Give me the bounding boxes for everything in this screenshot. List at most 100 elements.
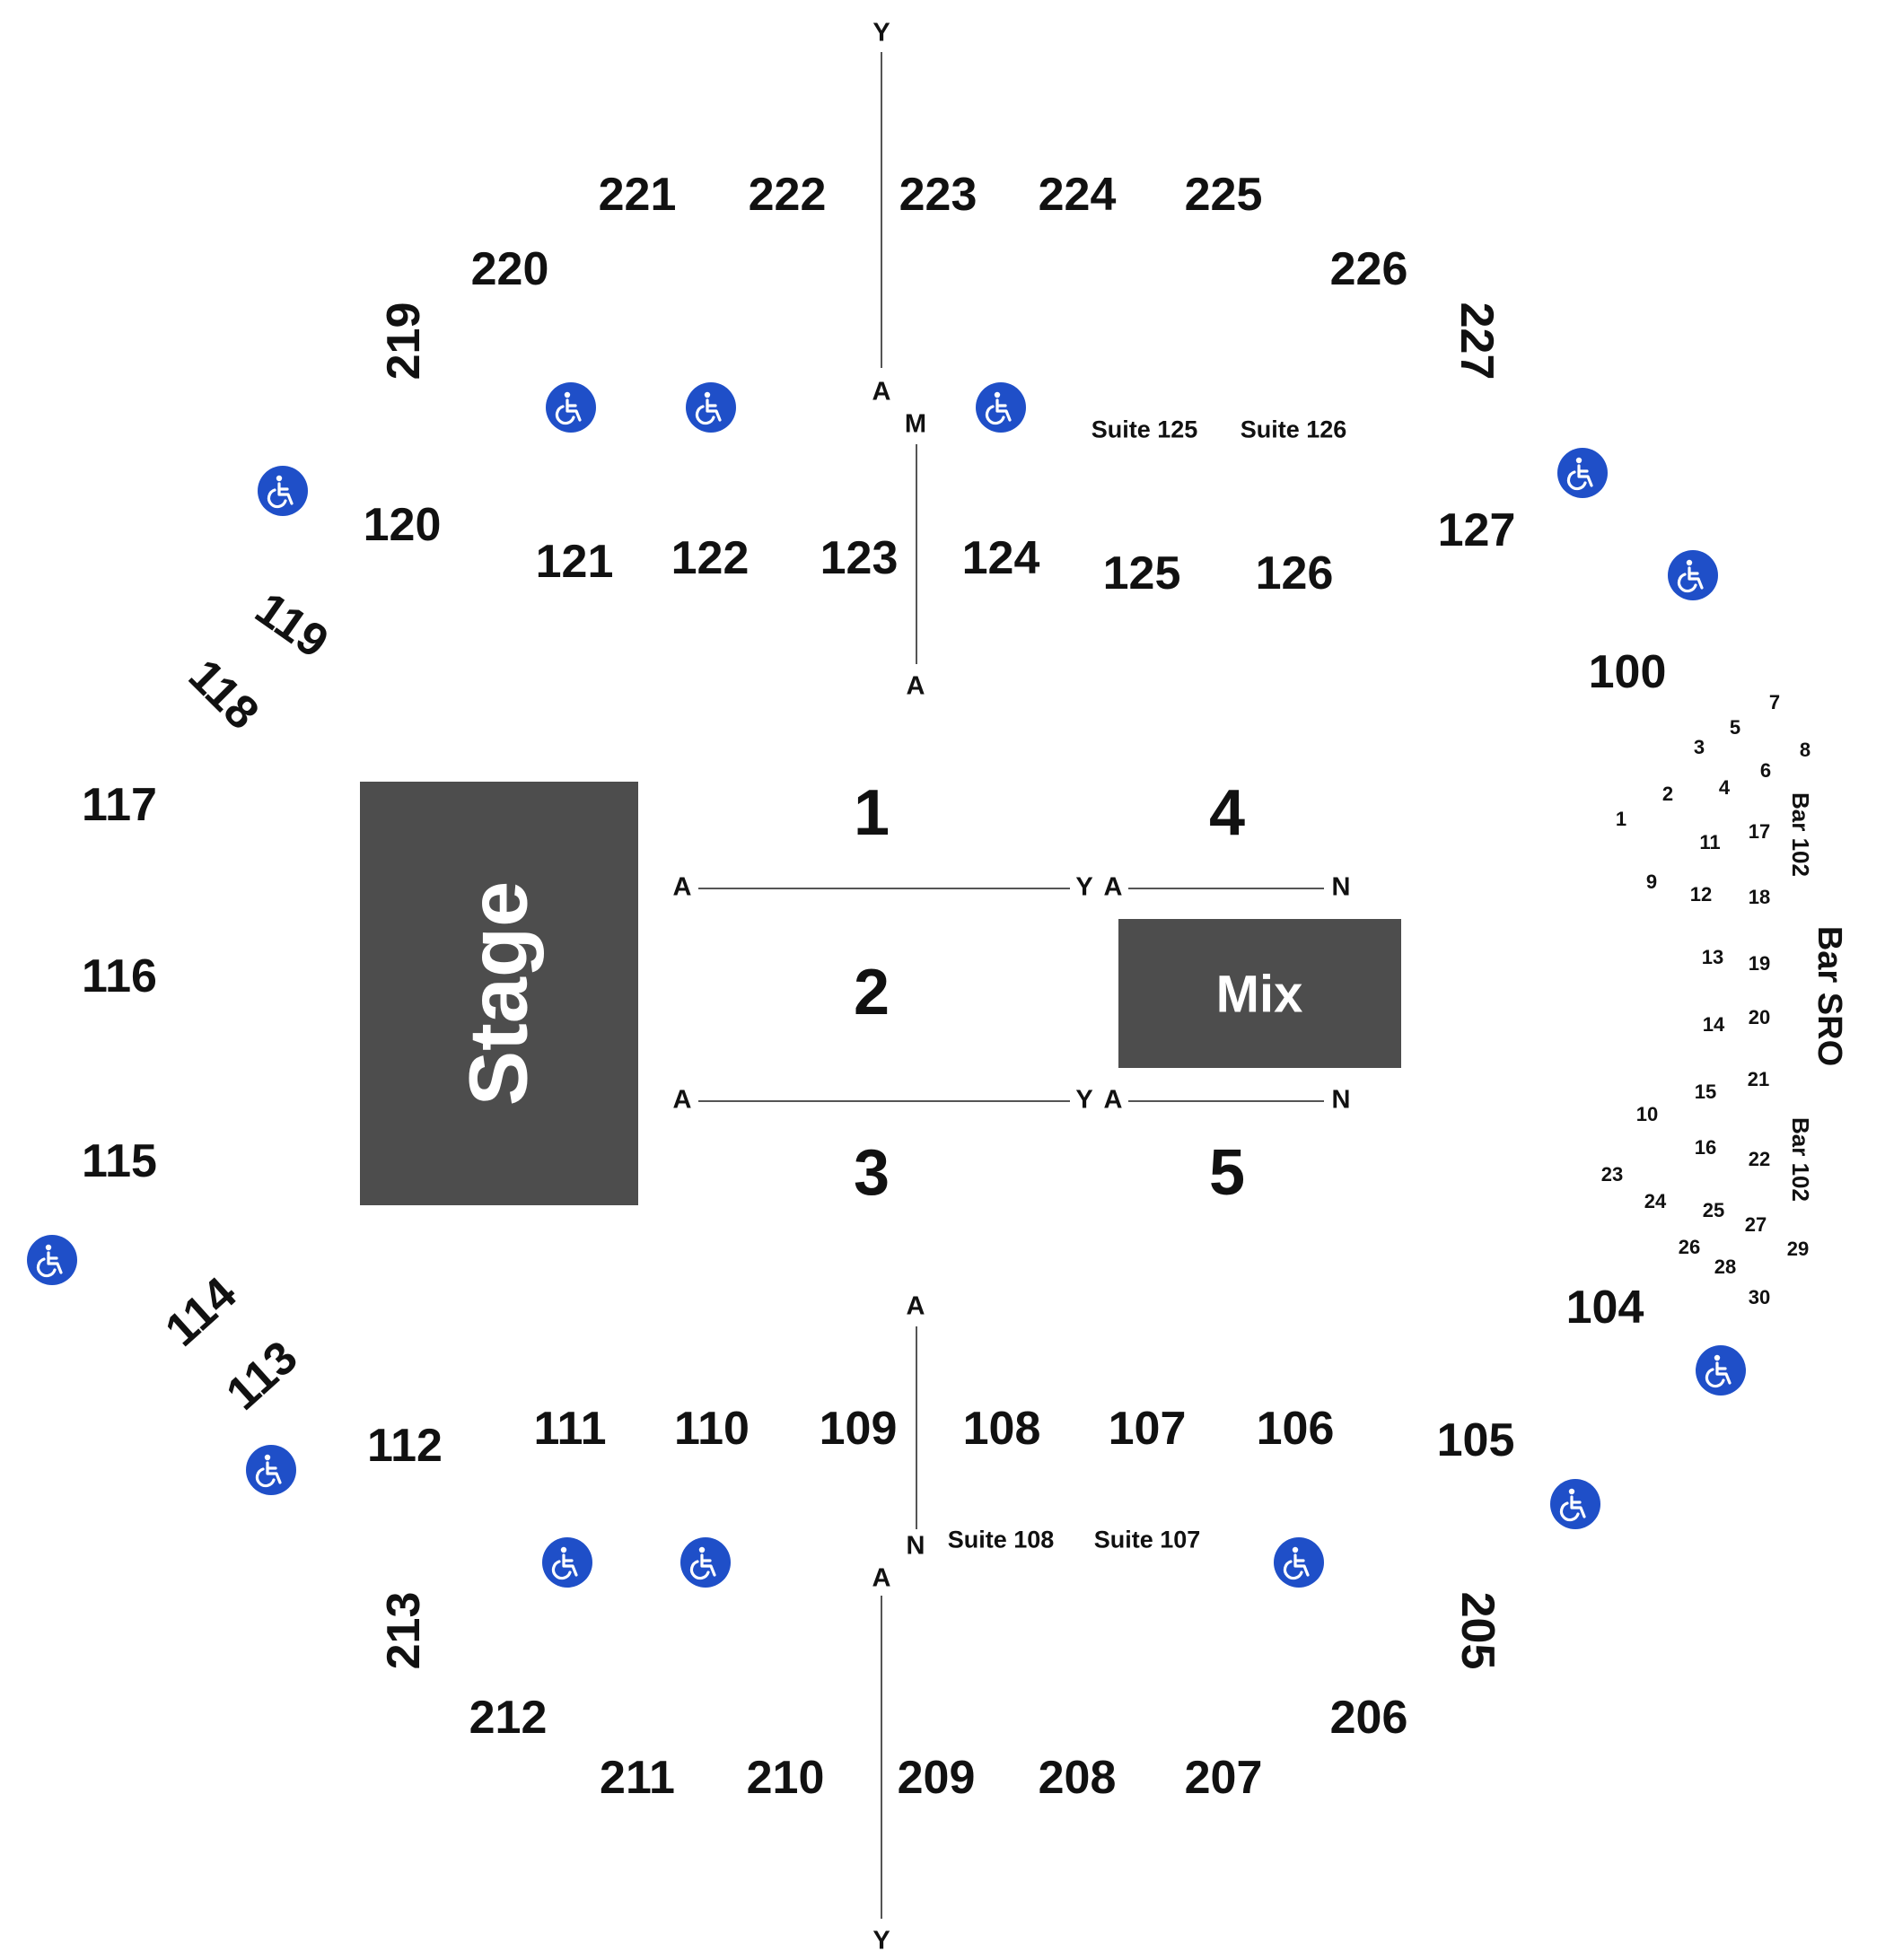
floor-row-line	[698, 888, 1070, 889]
floor-section[interactable]: 5	[1208, 1137, 1246, 1209]
section-104[interactable]: 104	[1565, 1282, 1644, 1334]
section-106[interactable]: 106	[1256, 1403, 1335, 1455]
row-letter: Y	[1075, 872, 1093, 902]
bar-table[interactable]: 16	[1694, 1136, 1717, 1159]
bar-table[interactable]: 11	[1699, 831, 1721, 853]
bar-table[interactable]: 23	[1600, 1163, 1624, 1186]
bar-table[interactable]: 9	[1645, 871, 1658, 893]
wheelchair-icon[interactable]	[686, 382, 736, 433]
bar-sro-label[interactable]: Bar SRO	[1810, 925, 1848, 1067]
bar-table[interactable]: 27	[1744, 1213, 1767, 1236]
section-112[interactable]: 112	[367, 1420, 443, 1472]
floor-section[interactable]: 3	[853, 1137, 890, 1209]
bar-table[interactable]: 17	[1748, 820, 1771, 843]
bar-table[interactable]: 19	[1748, 952, 1771, 975]
bar-table[interactable]: 18	[1748, 886, 1771, 908]
section-123[interactable]: 123	[820, 532, 899, 584]
section-220[interactable]: 220	[470, 243, 549, 295]
bar-table[interactable]: 20	[1748, 1006, 1771, 1028]
bar-table[interactable]: 22	[1748, 1148, 1771, 1170]
section-223[interactable]: 223	[899, 169, 978, 221]
section-208[interactable]: 208	[1038, 1752, 1117, 1804]
bar-table[interactable]: 12	[1689, 883, 1713, 906]
suite-125[interactable]: Suite 125	[1091, 416, 1198, 443]
section-117[interactable]: 117	[82, 779, 157, 831]
section-113[interactable]: 113	[216, 1331, 308, 1421]
section-124[interactable]: 124	[961, 532, 1040, 584]
section-226[interactable]: 226	[1329, 243, 1408, 295]
wheelchair-icon[interactable]	[1550, 1479, 1600, 1529]
section-121[interactable]: 121	[535, 536, 614, 588]
section-119[interactable]: 119	[246, 582, 338, 669]
aisle-line	[881, 52, 882, 368]
row-letter: N	[1331, 872, 1351, 902]
section-221[interactable]: 221	[598, 169, 677, 221]
bar-table[interactable]: 28	[1714, 1256, 1737, 1278]
floor-section[interactable]: 2	[853, 957, 890, 1028]
bar-table[interactable]: 29	[1786, 1238, 1810, 1260]
section-108[interactable]: 108	[962, 1403, 1041, 1455]
wheelchair-icon[interactable]	[546, 382, 596, 433]
section-125[interactable]: 125	[1102, 547, 1181, 599]
section-100[interactable]: 100	[1588, 646, 1667, 698]
section-225[interactable]: 225	[1184, 169, 1263, 221]
section-110[interactable]: 110	[674, 1403, 750, 1455]
bar-table[interactable]: 6	[1759, 759, 1772, 782]
bar-table[interactable]: 4	[1718, 776, 1731, 799]
wheelchair-icon[interactable]	[27, 1235, 77, 1285]
wheelchair-icon[interactable]	[1557, 448, 1608, 498]
suite-126[interactable]: Suite 126	[1240, 416, 1347, 443]
bar-table[interactable]: 2	[1661, 783, 1674, 805]
wheelchair-icon[interactable]	[976, 382, 1026, 433]
bar-table[interactable]: 5	[1729, 716, 1741, 739]
section-105[interactable]: 105	[1436, 1414, 1515, 1466]
section-115[interactable]: 115	[82, 1135, 157, 1187]
floor-section[interactable]: 1	[853, 777, 890, 849]
section-219[interactable]: 219	[378, 302, 430, 381]
wheelchair-icon[interactable]	[542, 1537, 592, 1588]
wheelchair-icon[interactable]	[1274, 1537, 1324, 1588]
suite-108[interactable]: Suite 108	[947, 1526, 1055, 1553]
floor-section[interactable]: 4	[1208, 777, 1246, 849]
section-209[interactable]: 209	[897, 1752, 976, 1804]
bar-table[interactable]: 26	[1678, 1236, 1701, 1258]
section-210[interactable]: 210	[746, 1752, 825, 1804]
section-118[interactable]: 118	[178, 649, 269, 740]
bar-table[interactable]: 15	[1694, 1081, 1717, 1103]
section-211[interactable]: 211	[600, 1752, 675, 1804]
section-120[interactable]: 120	[363, 499, 442, 551]
bar-table[interactable]: 13	[1701, 946, 1724, 968]
bar-table[interactable]: 25	[1702, 1199, 1725, 1221]
wheelchair-icon[interactable]	[1668, 550, 1718, 600]
wheelchair-icon[interactable]	[246, 1445, 296, 1495]
section-127[interactable]: 127	[1437, 504, 1516, 556]
section-222[interactable]: 222	[748, 169, 827, 221]
section-107[interactable]: 107	[1108, 1403, 1187, 1455]
section-114[interactable]: 114	[155, 1267, 247, 1357]
section-205[interactable]: 205	[1451, 1591, 1504, 1670]
bar-table[interactable]: 1	[1615, 808, 1627, 830]
bar-table[interactable]: 7	[1768, 691, 1781, 713]
section-227[interactable]: 227	[1451, 302, 1503, 381]
bar-table[interactable]: 10	[1635, 1103, 1659, 1125]
section-111[interactable]: 111	[533, 1403, 607, 1455]
section-122[interactable]: 122	[671, 532, 750, 584]
bar-table[interactable]: 21	[1747, 1068, 1770, 1090]
suite-107[interactable]: Suite 107	[1093, 1526, 1201, 1553]
bar-table[interactable]: 3	[1693, 736, 1705, 758]
wheelchair-icon[interactable]	[258, 466, 308, 516]
section-116[interactable]: 116	[82, 950, 157, 1002]
bar-table[interactable]: 24	[1644, 1190, 1667, 1212]
bar-table[interactable]: 8	[1799, 739, 1811, 761]
section-224[interactable]: 224	[1038, 169, 1117, 221]
section-126[interactable]: 126	[1255, 547, 1334, 599]
wheelchair-icon[interactable]	[680, 1537, 731, 1588]
section-109[interactable]: 109	[819, 1403, 898, 1455]
section-207[interactable]: 207	[1184, 1752, 1263, 1804]
section-212[interactable]: 212	[469, 1692, 548, 1744]
section-213[interactable]: 213	[378, 1591, 430, 1670]
wheelchair-icon[interactable]	[1696, 1345, 1746, 1396]
section-206[interactable]: 206	[1329, 1692, 1408, 1744]
bar-table[interactable]: 14	[1702, 1013, 1725, 1036]
bar-table[interactable]: 30	[1748, 1286, 1771, 1308]
